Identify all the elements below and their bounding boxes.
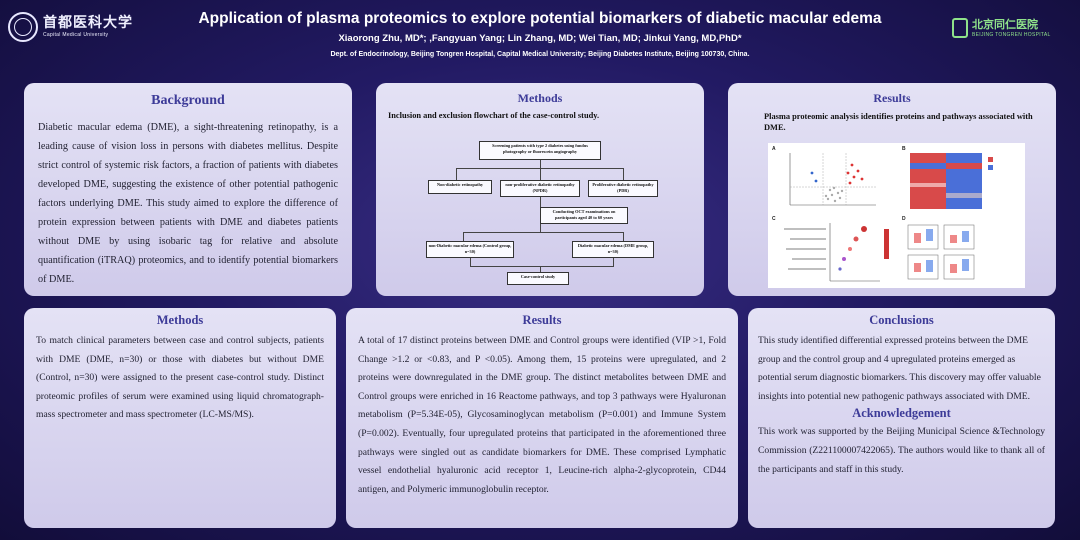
flow-box-case-control: Case-control study (507, 272, 569, 285)
background-panel: Background Diabetic macular edema (DME),… (24, 83, 352, 296)
poster-title: Application of plasma proteomics to expl… (198, 10, 882, 27)
acknowledgement-heading: Acknowledgement (852, 406, 951, 421)
logo-right-cn: 北京同仁医院 (972, 17, 1038, 31)
figure-label-d: D (902, 216, 906, 222)
hospital-mark-icon (952, 18, 968, 38)
flow-box-oct: Conducting OCT examinations on participa… (540, 207, 628, 224)
flowchart-caption: Inclusion and exclusion flowchart of the… (388, 111, 600, 120)
results-bottom-heading: Results (522, 313, 562, 327)
background-text: Diabetic macular edema (DME), a sight-th… (38, 122, 338, 285)
tongren-hospital-logo: 北京同仁医院 BEIJING TONGREN HOSPITAL (952, 13, 1070, 43)
figure-drawing (784, 153, 993, 282)
results-text: A total of 17 distinct proteins between … (358, 335, 726, 495)
proteomic-figure: A B C D (768, 143, 1025, 288)
results-figure-panel: Results Plasma proteomic analysis identi… (728, 83, 1056, 296)
conclusions-panel: Conclusions This study identified differ… (748, 308, 1055, 528)
poster-header: 首都医科大学 Capital Medical University Applic… (0, 0, 1080, 70)
methods-top-heading: Methods (517, 91, 563, 105)
methods-flowchart-panel: Methods Inclusion and exclusion flowchar… (376, 83, 704, 296)
poster-affiliation: Dept. of Endocrinology, Beijing Tongren … (330, 51, 750, 58)
background-heading: Background (151, 93, 225, 108)
capital-medical-university-logo: 首都医科大学 Capital Medical University (8, 10, 138, 44)
methods-text: To match clinical parameters between cas… (36, 335, 324, 421)
logo-left-cn: 首都医科大学 (43, 15, 133, 31)
acknowledgement-text: This work was supported by the Beijing M… (758, 426, 1045, 475)
figure-label-b: B (902, 146, 906, 152)
conclusions-text: This study identified differential expre… (758, 335, 1041, 402)
university-seal-icon (8, 12, 38, 42)
logo-left-en: Capital Medical University (43, 32, 109, 38)
volcano-plot (789, 153, 876, 206)
flow-box-pdr: Proliferative diabetic retinopathy (PDR) (588, 180, 658, 197)
flowchart: Screening patients with type 2 diabetes … (376, 83, 704, 296)
figure-label-c: C (772, 216, 776, 222)
pathway-dot-plot (784, 223, 889, 282)
poster-authors: Xiaorong Zhu, MD*; ,Fangyuan Yang; Lin Z… (338, 33, 742, 44)
flow-box-control: non-Diabetic macular edema (Control grou… (426, 241, 514, 258)
flow-box-dme: Diabetic macular edema (DME group, n=30) (572, 241, 654, 258)
results-text-panel: Results A total of 17 distinct proteins … (346, 308, 738, 528)
logo-right-en: BEIJING TONGREN HOSPITAL (972, 31, 1051, 38)
methods-text-panel: Methods To match clinical parameters bet… (24, 308, 336, 528)
results-top-heading: Results (873, 91, 911, 105)
figure-caption: Plasma proteomic analysis identifies pro… (764, 112, 1033, 132)
flow-box-screening: Screening patients with type 2 diabetes … (479, 141, 601, 160)
flow-box-npdr: non-proliferative diabetic retinopathy (… (500, 180, 580, 197)
conclusions-heading: Conclusions (869, 313, 934, 327)
flow-box-non-dr: Non-diabetic retinopathy (428, 180, 492, 194)
figure-label-a: A (772, 146, 776, 152)
box-plots (907, 224, 975, 280)
heatmap (910, 153, 993, 209)
methods-bottom-heading: Methods (156, 313, 204, 327)
